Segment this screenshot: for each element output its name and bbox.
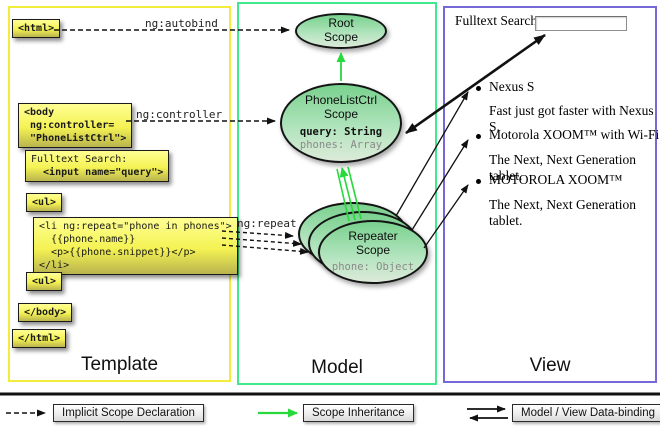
view-item-title: Nexus S [489, 79, 535, 94]
root-scope-title: Root Scope [323, 16, 359, 44]
repeater-scope-front-ellipse: Repeater Scope phone: Object [318, 220, 428, 284]
repeater-scope-title: Repeater Scope [348, 229, 398, 257]
code-box-fulltext: Fulltext Search: <input name="query"> [25, 150, 170, 182]
ng-repeat-label: ng:repeat [237, 217, 297, 230]
model-column: Model [237, 2, 437, 385]
code-box-html-close: </html> [12, 329, 67, 348]
model-column-title: Model [311, 357, 363, 378]
phonelistctrl-scope-title: PhoneListCtrl Scope [304, 93, 378, 121]
fulltext-label-line: Fulltext Search: [31, 154, 128, 165]
bullet-icon [476, 179, 481, 184]
scope-prop-query: query: String [299, 125, 383, 138]
code-box-body-close: </body> [18, 303, 73, 322]
view-item-description: The Next, Next Generation tablet. [489, 152, 636, 183]
legend-scope-inheritance: Scope Inheritance [303, 404, 414, 422]
scope-prop-phones: phones: Array [299, 138, 383, 151]
ng-controller-label: ng:controller [136, 108, 223, 121]
code-box-body-open: <body ng:controller= "PhoneListCtrl"> [18, 103, 133, 148]
view-item-title: Motorola XOOM™ with Wi-Fi [489, 127, 660, 142]
code-box-ul-close: <ul> [26, 272, 63, 291]
fulltext-input-line: <input name="query"> [31, 167, 164, 178]
code-box-html-open: <html> [12, 19, 61, 38]
root-scope-ellipse: Root Scope [295, 13, 387, 49]
scope-prop-phone: phone: Object [331, 260, 415, 273]
view-item-title: MOTOROLA XOOM™ [489, 172, 623, 187]
view-column-title: View [529, 355, 571, 376]
code-box-ul-open: <ul> [26, 193, 63, 212]
view-item-description: The Next, Next Generation tablet. [489, 197, 636, 228]
bullet-icon [476, 86, 481, 91]
legend-implicit-scope-declaration: Implicit Scope Declaration [53, 404, 204, 422]
template-column-title: Template [80, 354, 159, 375]
legend-model-view-databinding: Model / View Data-binding [512, 404, 660, 422]
phonelistctrl-scope-ellipse: PhoneListCtrl Scope query: String phones… [280, 83, 402, 163]
code-box-li-repeat: <li ng:repeat="phone in phones"> {{phone… [33, 217, 238, 275]
ng-autobind-label: ng:autobind [145, 17, 218, 30]
bullet-icon [476, 134, 481, 139]
fulltext-search-input[interactable] [535, 16, 627, 31]
view-column: View [443, 6, 657, 383]
view-search-label: Fulltext Search: [455, 13, 541, 28]
